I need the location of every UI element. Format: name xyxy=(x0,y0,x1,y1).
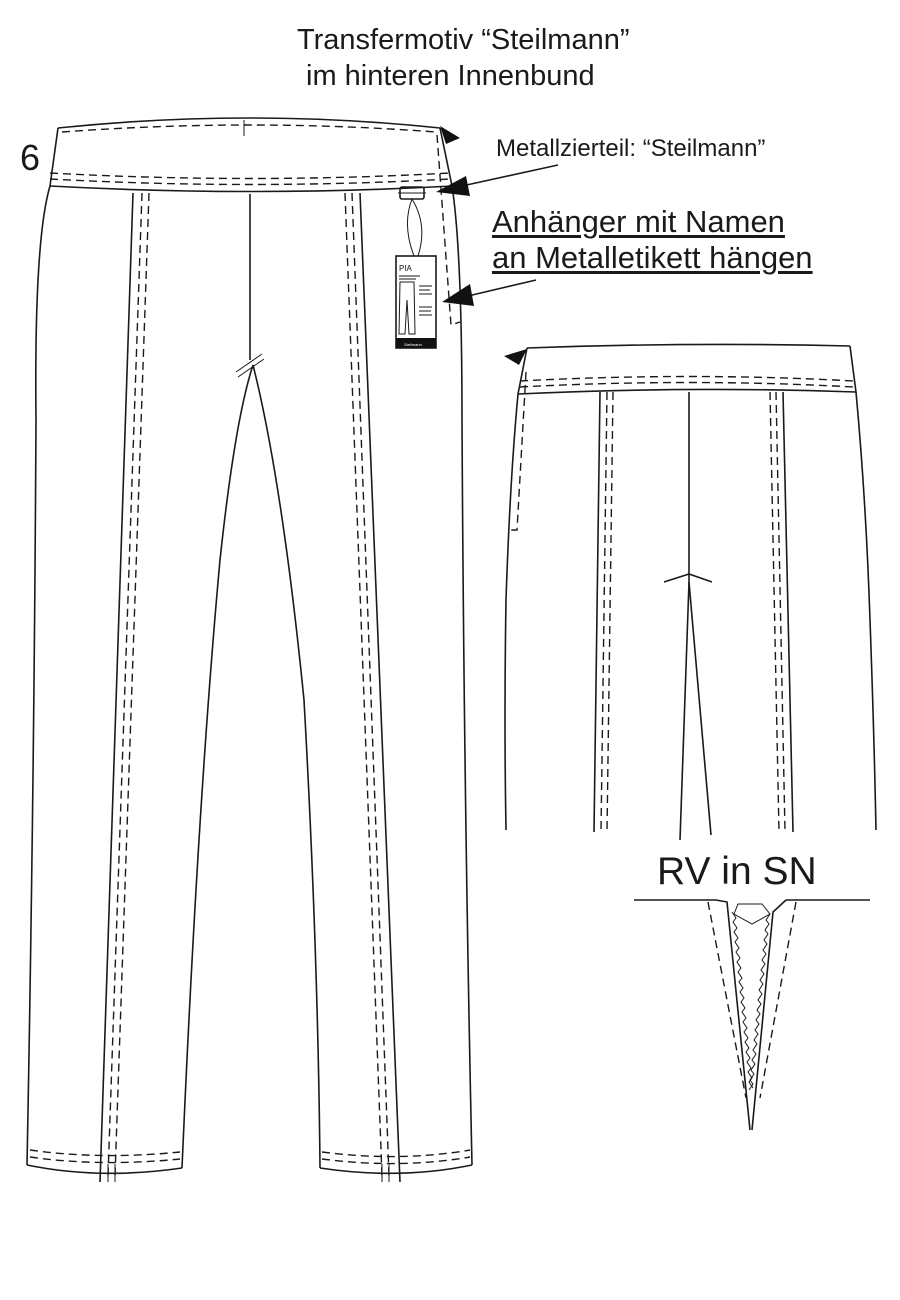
left-inseam xyxy=(181,364,254,1169)
back-left-panel-seam xyxy=(593,391,601,833)
back-right-panel-seam xyxy=(782,391,794,833)
back-right-inseam xyxy=(688,581,712,836)
arrow-hangtag-line xyxy=(467,279,537,297)
waistband-stitch-1 xyxy=(49,172,451,180)
arrow-metal-part-line xyxy=(461,164,559,187)
back-waistband-top xyxy=(526,343,851,349)
hang-tag-string xyxy=(407,198,423,257)
bartack-2 xyxy=(237,358,265,378)
waistband-stitch-2 xyxy=(49,178,451,186)
back-waistband-left xyxy=(517,347,528,395)
zipper-teeth-right xyxy=(748,913,771,1091)
hang-tag-brand: PIA xyxy=(399,264,413,273)
pointer-arrows xyxy=(436,126,559,365)
back-right-side xyxy=(855,391,877,831)
back-left-side xyxy=(504,393,519,831)
zipper-right-edge xyxy=(751,899,787,1131)
left-hem xyxy=(26,1164,183,1175)
pocket-edge-stitch xyxy=(436,134,461,326)
left-hem-stitch-2 xyxy=(29,1156,181,1164)
right-panel-stitch-a xyxy=(351,192,390,1177)
left-panel-stitch-b xyxy=(114,192,150,1177)
waistband-right-edge xyxy=(439,127,453,187)
right-hem-stitch xyxy=(321,1149,471,1158)
zipper-note: RV in SN xyxy=(657,850,817,893)
arrow-hangtag-head xyxy=(442,284,474,306)
back-waistband-right xyxy=(849,345,857,393)
waistband-top-edge xyxy=(57,117,441,129)
right-panel-stitch-b xyxy=(344,192,383,1177)
left-panel-seam xyxy=(99,192,134,1183)
right-outseam xyxy=(451,185,473,1166)
hang-tag-footer: Steilmann xyxy=(404,342,422,347)
zipper-right-stitch xyxy=(759,901,797,1099)
zipper-left-stitch xyxy=(707,901,747,1099)
zipper-teeth-left xyxy=(731,911,754,1089)
hangtag-note-line-2: an Metalletikett hängen xyxy=(492,240,813,275)
back-waistband-stitch-2 xyxy=(519,381,855,388)
waistband-marker-back xyxy=(504,349,527,365)
figure-number: 6 xyxy=(20,137,41,178)
title-line-2: im hinteren Innenbund xyxy=(306,60,595,92)
back-crotch-point xyxy=(663,573,713,583)
left-outseam xyxy=(26,185,51,1166)
arrow-metal-part-head xyxy=(436,176,470,196)
trousers-front-view xyxy=(26,117,473,1183)
hang-tag-footer-band xyxy=(396,338,436,348)
right-hem xyxy=(319,1164,473,1175)
zipper-slider xyxy=(733,903,771,925)
right-inseam xyxy=(252,364,321,1169)
back-waistband-bottom xyxy=(517,388,857,395)
left-hem-stitch xyxy=(29,1149,181,1157)
back-waistband-stitch-1 xyxy=(519,375,855,382)
right-hem-stitch-2 xyxy=(321,1156,471,1165)
back-left-inseam xyxy=(679,581,690,841)
right-panel-seam xyxy=(359,192,401,1183)
zipper-left-edge xyxy=(715,899,751,1131)
bartack-1 xyxy=(235,353,263,373)
waistband-marker-front xyxy=(440,126,460,144)
zipper-detail xyxy=(634,899,870,1131)
back-right-panel-stitch-b xyxy=(769,391,780,833)
metal-part-label: Metallzierteil: “Steilmann” xyxy=(496,135,766,162)
title-line-1: Transfermotiv “Steilmann” xyxy=(297,24,630,56)
back-pocket-stitch xyxy=(507,371,527,531)
back-left-panel-stitch-b xyxy=(606,391,614,833)
hangtag-note-line-1: Anhänger mit Namen xyxy=(492,204,785,239)
waistband-inner-seam xyxy=(61,124,437,133)
left-panel-stitch-a xyxy=(107,192,143,1177)
waistband-left-edge xyxy=(49,127,59,187)
waistband-bottom-edge xyxy=(49,185,453,193)
back-left-panel-stitch-a xyxy=(600,391,608,833)
back-right-panel-stitch-a xyxy=(775,391,786,833)
hang-tag-mini-trousers xyxy=(398,281,416,335)
hang-tag: PIA Steilmann xyxy=(395,198,437,349)
trousers-back-detail xyxy=(504,343,877,841)
